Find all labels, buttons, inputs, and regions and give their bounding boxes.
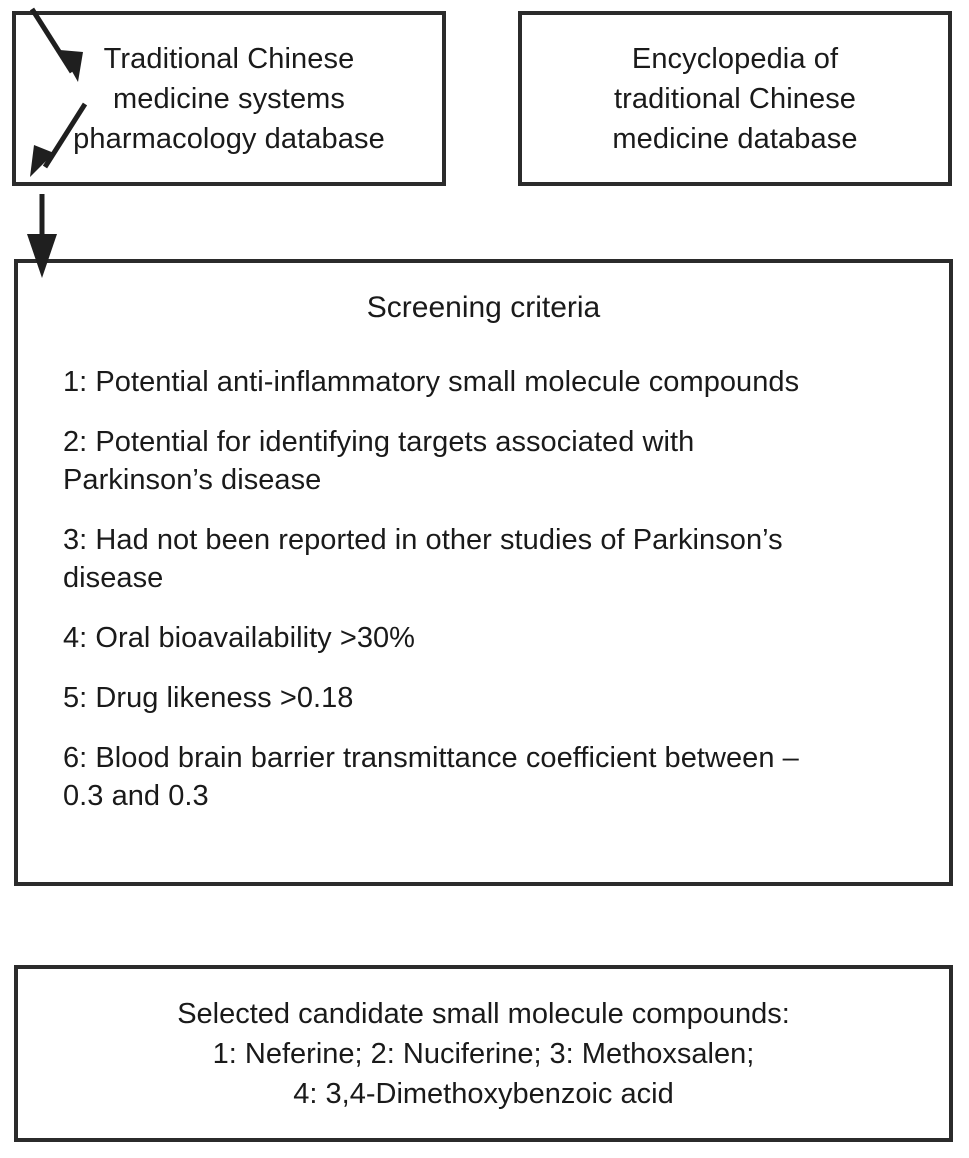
- selected-line-two: 1: Neferine; 2: Nuciferine; 3: Methoxsal…: [212, 1037, 755, 1070]
- source-line-3: medicine database: [612, 122, 858, 155]
- source-box-etcm: Encyclopedia of traditional Chinese medi…: [518, 11, 952, 186]
- source-line-1: Encyclopedia of: [631, 42, 839, 75]
- criteria-item: 1: Potential anti-inflammatory small mol…: [63, 366, 800, 398]
- selected-compounds-label: Selected candidate small molecule compou…: [161, 994, 806, 1114]
- criteria-item: 6: Blood brain barrier transmittance coe…: [63, 742, 799, 812]
- source-box-tcmsp-label: Traditional Chinese medicine systems pha…: [59, 39, 399, 159]
- screening-criteria-list: 1: Potential anti-inflammatory small mol…: [18, 363, 949, 815]
- selected-line-three: 4: 3,4-Dimethoxybenzoic acid: [293, 1077, 674, 1110]
- source-box-etcm-label: Encyclopedia of traditional Chinese medi…: [598, 39, 871, 159]
- source-line-2: traditional Chinese: [613, 82, 857, 115]
- criteria-item: 4: Oral bioavailability >30%: [63, 622, 416, 654]
- screening-criteria-box: Screening criteria 1: Potential anti-inf…: [14, 259, 953, 886]
- criteria-item: 3: Had not been reported in other studie…: [63, 524, 783, 594]
- criteria-item: 5: Drug likeness >0.18: [63, 682, 354, 714]
- selected-heading: Selected candidate small molecule compou…: [177, 997, 790, 1030]
- source-line-2: medicine systems: [112, 82, 346, 115]
- source-line-3: pharmacology database: [73, 122, 385, 155]
- screening-criteria-title: Screening criteria: [366, 291, 601, 324]
- source-box-tcmsp: Traditional Chinese medicine systems pha…: [12, 11, 446, 186]
- source-line-1: Traditional Chinese: [103, 42, 355, 75]
- selected-compounds-box: Selected candidate small molecule compou…: [14, 965, 953, 1142]
- criteria-item: 2: Potential for identifying targets ass…: [63, 426, 695, 496]
